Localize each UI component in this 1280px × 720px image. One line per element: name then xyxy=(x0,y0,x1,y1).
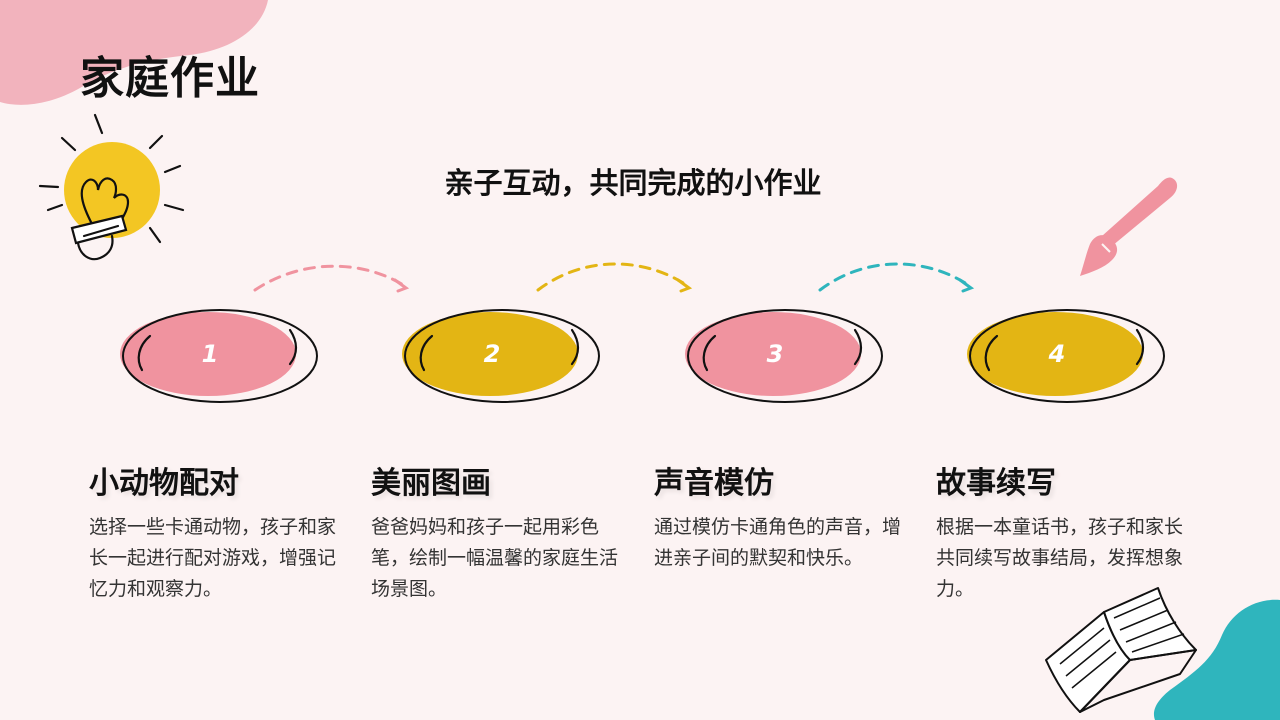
step-description: 爸爸妈妈和孩子一起用彩色笔，绘制一幅温馨的家庭生活场景图。 xyxy=(371,512,621,605)
step-title: 美丽图画 xyxy=(371,458,631,502)
step-card-4: 故事续写 根据一本童话书，孩子和家长共同续写故事结局，发挥想象力。 xyxy=(936,458,1196,605)
corner-blob-teal xyxy=(1154,600,1280,720)
step-card-2: 美丽图画 爸爸妈妈和孩子一起用彩色笔，绘制一幅温馨的家庭生活场景图。 xyxy=(371,458,631,605)
step-number-1: 1 xyxy=(180,340,240,368)
page-subtitle: 亲子互动，共同完成的小作业 xyxy=(0,160,1266,202)
step-description: 根据一本童话书，孩子和家长共同续写故事结局，发挥想象力。 xyxy=(936,512,1186,605)
step-description: 通过模仿卡通角色的声音，增进亲子间的默契和快乐。 xyxy=(654,512,904,574)
step-title: 小动物配对 xyxy=(89,458,349,502)
step-card-1: 小动物配对 选择一些卡通动物，孩子和家长一起进行配对游戏，增强记忆力和观察力。 xyxy=(89,458,349,605)
arrow-2-3 xyxy=(538,264,689,291)
step-number-4: 4 xyxy=(1027,340,1087,368)
arrow-3-4 xyxy=(820,264,971,291)
step-title: 故事续写 xyxy=(936,458,1196,502)
step-title: 声音模仿 xyxy=(654,458,914,502)
step-card-3: 声音模仿 通过模仿卡通角色的声音，增进亲子间的默契和快乐。 xyxy=(654,458,914,574)
step-description: 选择一些卡通动物，孩子和家长一起进行配对游戏，增强记忆力和观察力。 xyxy=(89,512,339,605)
arrow-1-2 xyxy=(255,266,406,291)
step-number-2: 2 xyxy=(462,340,522,368)
page-title: 家庭作业 xyxy=(80,42,260,106)
step-number-3: 3 xyxy=(745,340,805,368)
